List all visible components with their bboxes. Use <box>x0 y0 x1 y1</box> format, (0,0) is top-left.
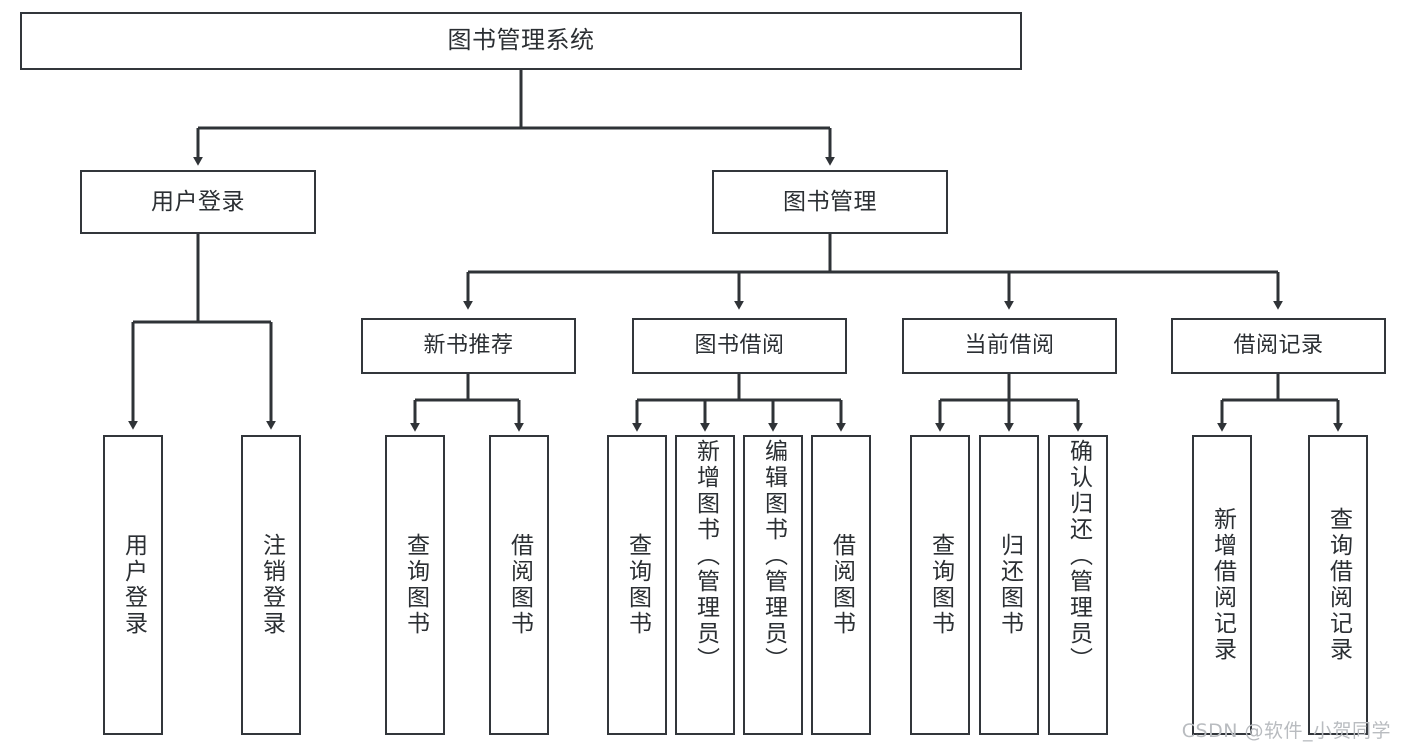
node-label: 确认归还（管理员） <box>1065 439 1092 673</box>
node-user-login[interactable]: 用户登录 <box>80 170 316 234</box>
node-label: 编辑图书（管理员） <box>760 439 787 673</box>
watermark-text: CSDN @软件_小贺同学 <box>1181 720 1391 742</box>
node-label: 新增借阅记录 <box>1209 507 1236 663</box>
node-label: 用户登录 <box>120 533 147 637</box>
leaf-edit-book-admin[interactable]: 编辑图书（管理员） <box>743 435 803 735</box>
leaf-logout-login[interactable]: 注销登录 <box>241 435 301 735</box>
node-label: 归还图书 <box>996 533 1023 637</box>
node-label: 查询图书 <box>624 533 651 637</box>
node-label: 借阅图书 <box>828 533 855 637</box>
leaf-borrow-book[interactable]: 借阅图书 <box>811 435 871 735</box>
node-current-borrow[interactable]: 当前借阅 <box>902 318 1117 374</box>
leaf-query-book-current[interactable]: 查询图书 <box>910 435 970 735</box>
node-label: 注销登录 <box>258 533 285 637</box>
leaf-confirm-return-admin[interactable]: 确认归还（管理员） <box>1048 435 1108 735</box>
node-root-system[interactable]: 图书管理系统 <box>20 12 1022 70</box>
node-label: 查询借阅记录 <box>1325 507 1352 663</box>
leaf-query-book-newbook[interactable]: 查询图书 <box>385 435 445 735</box>
node-borrow-record[interactable]: 借阅记录 <box>1171 318 1386 374</box>
leaf-add-borrow-record[interactable]: 新增借阅记录 <box>1192 435 1252 735</box>
node-label: 查询图书 <box>402 533 429 637</box>
leaf-query-book-borrow[interactable]: 查询图书 <box>607 435 667 735</box>
node-label: 图书管理系统 <box>447 26 595 55</box>
leaf-query-borrow-record[interactable]: 查询借阅记录 <box>1308 435 1368 735</box>
node-label: 用户登录 <box>151 188 245 215</box>
leaf-borrow-book-newbook[interactable]: 借阅图书 <box>489 435 549 735</box>
node-label: 图书管理 <box>783 188 877 215</box>
leaf-add-book-admin[interactable]: 新增图书（管理员） <box>675 435 735 735</box>
node-book-borrow[interactable]: 图书借阅 <box>632 318 847 374</box>
node-new-book-recommend[interactable]: 新书推荐 <box>361 318 576 374</box>
node-label: 借阅记录 <box>1233 333 1324 359</box>
node-book-management[interactable]: 图书管理 <box>712 170 948 234</box>
leaf-user-login[interactable]: 用户登录 <box>103 435 163 735</box>
node-label: 当前借阅 <box>964 333 1055 359</box>
node-label: 图书借阅 <box>694 333 785 359</box>
node-label: 新书推荐 <box>423 333 514 359</box>
node-label: 借阅图书 <box>506 533 533 637</box>
node-label: 新增图书（管理员） <box>692 439 719 673</box>
leaf-return-book[interactable]: 归还图书 <box>979 435 1039 735</box>
node-label: 查询图书 <box>927 533 954 637</box>
